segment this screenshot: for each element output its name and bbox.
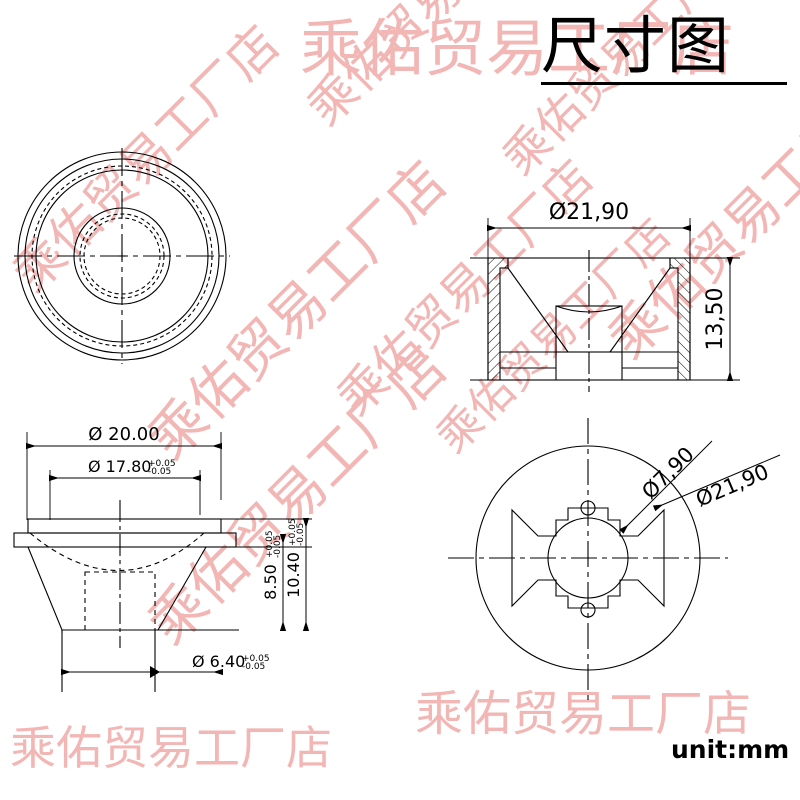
- dim-h850-tol-lower: -0.05: [273, 535, 283, 558]
- dim-h1350: 13,50: [703, 288, 728, 351]
- unit-note: unit:mm: [671, 735, 790, 764]
- dim-h850: 8.50: [261, 564, 280, 600]
- dim-h1040: 10.40: [284, 552, 303, 598]
- dim-d2000: Ø 20.00: [88, 424, 159, 445]
- dim-d2190-top: Ø21,90: [549, 200, 629, 225]
- dim-h1040-tol-upper: +0.05: [288, 518, 298, 546]
- dim-h850-tol-upper: +0.05: [265, 530, 275, 558]
- dim-d640-tol-lower: -0.05: [242, 662, 265, 672]
- top-view-geometry: [14, 148, 230, 364]
- front-section-geometry: [470, 218, 740, 392]
- page-title: 尺寸图: [541, 9, 731, 82]
- bottom-view-geometry: [448, 418, 781, 700]
- dim-d1780-tol-upper: +0.05: [148, 459, 176, 469]
- dim-d1780: Ø 17.80: [88, 457, 151, 476]
- title-underline: [541, 82, 787, 86]
- dim-d640: Ø 6.40: [192, 652, 245, 671]
- dim-d790-bottom: Ø7,90: [637, 442, 699, 504]
- side-section-geometry: [13, 432, 312, 692]
- dim-d2190-bottom: Ø21,90: [692, 460, 772, 512]
- dim-h1040-tol-lower: -0.05: [296, 523, 306, 546]
- dim-d640-tol-upper: +0.05: [242, 654, 270, 664]
- dim-d1780-tol-lower: -0.05: [148, 467, 171, 477]
- title-block: 尺寸图: [541, 9, 787, 86]
